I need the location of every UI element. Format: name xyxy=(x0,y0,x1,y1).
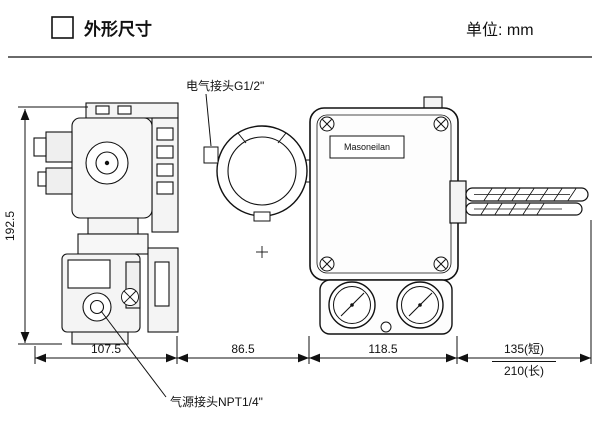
corner-screw xyxy=(433,116,449,132)
flange-bottom-tab xyxy=(253,211,271,222)
corner-screw xyxy=(319,256,335,272)
left-fitting-upper xyxy=(45,131,73,163)
flange-inner-circle xyxy=(227,136,297,206)
header: 外形尺寸 单位: mm xyxy=(8,16,592,58)
flange-outer-circle xyxy=(216,125,308,217)
brand-label: Masoneilan xyxy=(344,142,390,152)
height-dimension: 192.5 xyxy=(3,106,88,345)
corner-screw xyxy=(433,256,449,272)
air-connection-callout: 气源接头NPT1/4" xyxy=(100,310,263,409)
pressure-gauge-right xyxy=(396,281,444,329)
air-leader-line xyxy=(100,310,167,398)
dimension-label-arm-short: 135(短) xyxy=(504,342,544,356)
dimension-label-flange: 86.5 xyxy=(231,342,255,356)
unit-label: 单位: mm xyxy=(466,21,534,39)
neck xyxy=(87,217,139,235)
bottom-dimensions: 107.5 86.5 118.5 135(短) 210(长) xyxy=(34,220,592,378)
base-foot xyxy=(71,331,129,345)
nameplate xyxy=(329,135,405,159)
height-dimension-label: 192.5 xyxy=(3,211,17,241)
dimension-label-arm-long: 210(长) xyxy=(504,364,544,378)
electrical-leader-line xyxy=(205,93,212,147)
bottom-port xyxy=(380,321,392,333)
arm-clamp xyxy=(449,180,467,224)
front-body xyxy=(309,107,459,281)
mid-block xyxy=(77,233,149,255)
corner-screw xyxy=(319,116,335,132)
centerline-mark xyxy=(256,246,268,258)
air-connection-label: 气源接头NPT1/4" xyxy=(170,394,263,409)
title-checkbox-icon xyxy=(51,16,74,39)
front-view: Masoneilan xyxy=(306,96,459,335)
feedback-arm xyxy=(449,180,589,224)
side-view xyxy=(33,102,179,345)
page-title: 外形尺寸 xyxy=(84,19,152,39)
flange-view xyxy=(203,125,308,258)
conduit-entry xyxy=(203,146,219,164)
cross-screw xyxy=(121,288,139,306)
electrical-connection-callout: 电气接头G1/2" xyxy=(186,78,264,147)
dimension-label-front: 118.5 xyxy=(368,342,397,356)
electrical-connection-label: 电气接头G1/2" xyxy=(186,78,264,93)
dimension-label-side: 107.5 xyxy=(91,342,121,356)
pressure-gauge-left xyxy=(328,281,376,329)
arm-hatching xyxy=(480,188,577,215)
left-fitting-lower xyxy=(45,167,73,195)
